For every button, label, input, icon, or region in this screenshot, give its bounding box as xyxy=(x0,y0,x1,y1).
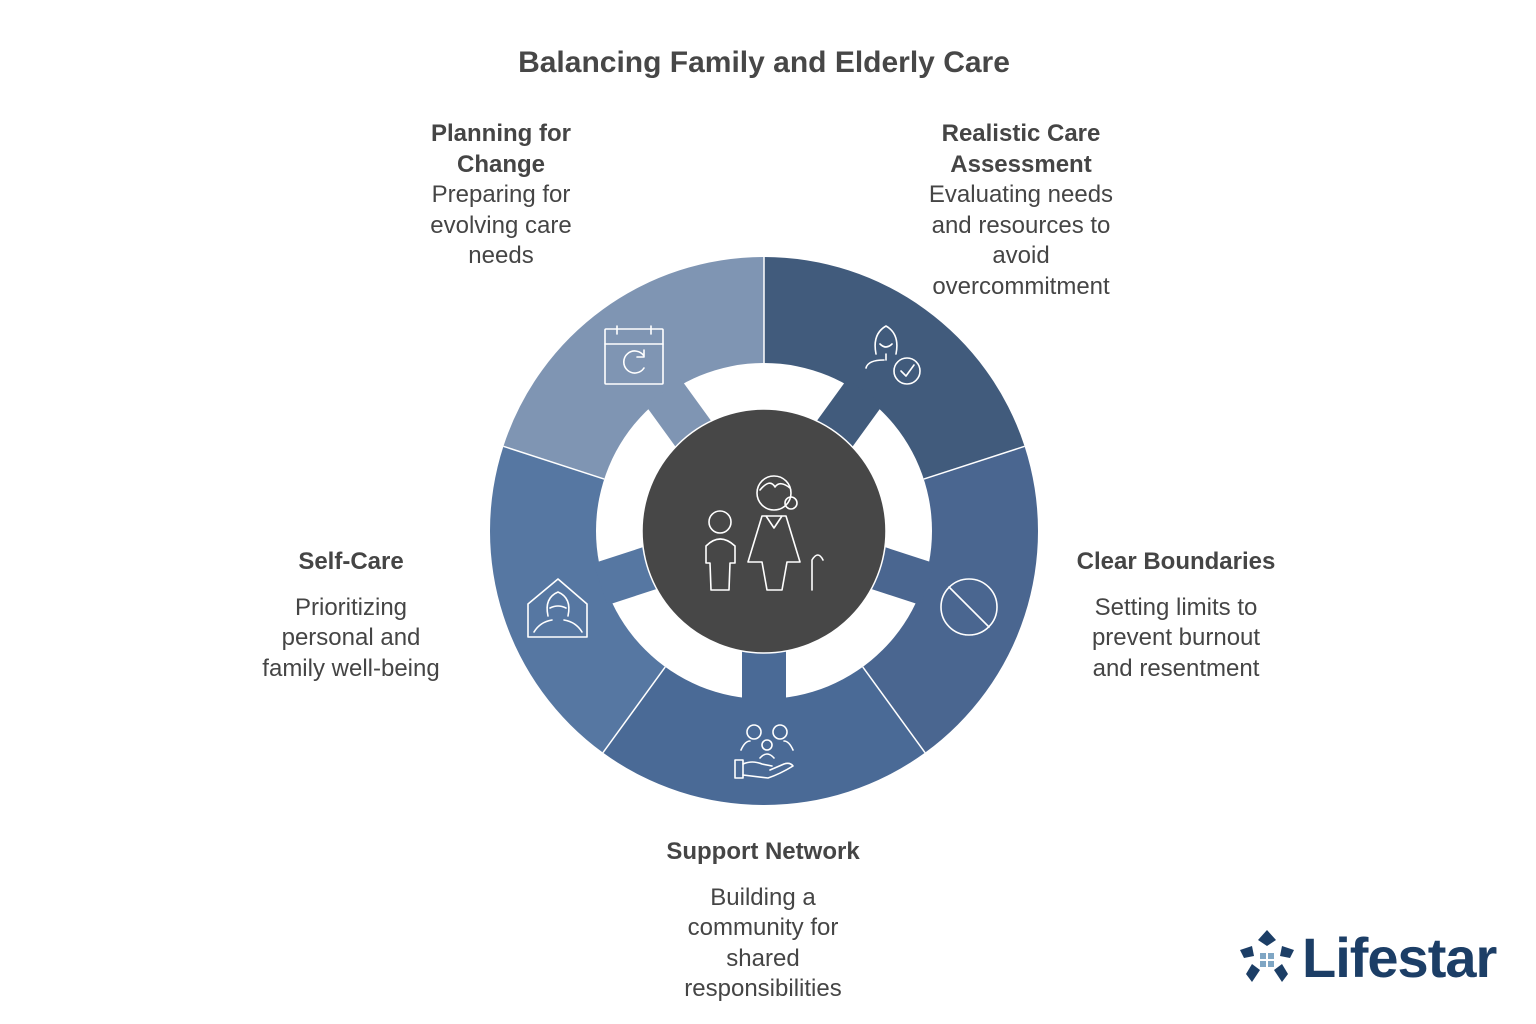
segment-label-support-network: Support Network Building a community for… xyxy=(633,837,893,1005)
segment-title: Clear Boundaries xyxy=(1076,548,1276,575)
person-in-house-icon xyxy=(527,578,588,638)
segment-description: Prioritizing personal and family well-be… xyxy=(262,593,440,682)
segment-label-self-care: Self-Care Prioritizing personal and fami… xyxy=(221,547,481,684)
segment-label-clear-boundaries: Clear Boundaries Setting limits to preve… xyxy=(1046,547,1306,684)
person-check-icon xyxy=(865,325,921,385)
segment-spoke xyxy=(742,643,786,703)
star-house-logo-icon xyxy=(1240,930,1294,982)
lifestar-logo: Lifestar xyxy=(1236,922,1497,992)
segment-wedge xyxy=(503,257,764,494)
segment-label-realistic-care-assessment: Realistic Care Assessment Evaluating nee… xyxy=(891,119,1151,302)
segment-description: Evaluating needs and resources to avoid … xyxy=(928,181,1114,300)
logo-wordmark: Lifestar xyxy=(1302,925,1497,989)
prohibited-icon xyxy=(940,578,998,636)
segment-divider xyxy=(602,666,666,754)
segment-description: Building a community for shared responsi… xyxy=(684,883,842,1003)
segment-divider xyxy=(503,445,605,480)
calendar-refresh-icon xyxy=(604,325,664,385)
segment-divider xyxy=(923,445,1025,480)
segment-title-line: Planning for xyxy=(431,120,571,147)
segment-title-line: Change xyxy=(456,150,545,178)
segment-title: Support Network xyxy=(666,838,860,865)
elderly-woman-and-child-icon xyxy=(705,475,824,591)
center-hub xyxy=(641,408,887,654)
segment-description: Setting limits to prevent burnout and re… xyxy=(1091,593,1261,682)
segment-title: Self-Care xyxy=(298,548,404,575)
segment-title-line: Assessment xyxy=(950,150,1092,178)
segment-description: Preparing for evolving care needs xyxy=(430,181,572,269)
segment-label-planning-for-change: Planning for Change Preparing for evolvi… xyxy=(371,119,631,272)
segment-title-line: Realistic Care xyxy=(941,120,1101,147)
segment-divider xyxy=(862,666,926,754)
family-in-hand-icon xyxy=(734,724,794,779)
diagram-title: Balancing Family and Elderly Care xyxy=(518,46,1010,79)
